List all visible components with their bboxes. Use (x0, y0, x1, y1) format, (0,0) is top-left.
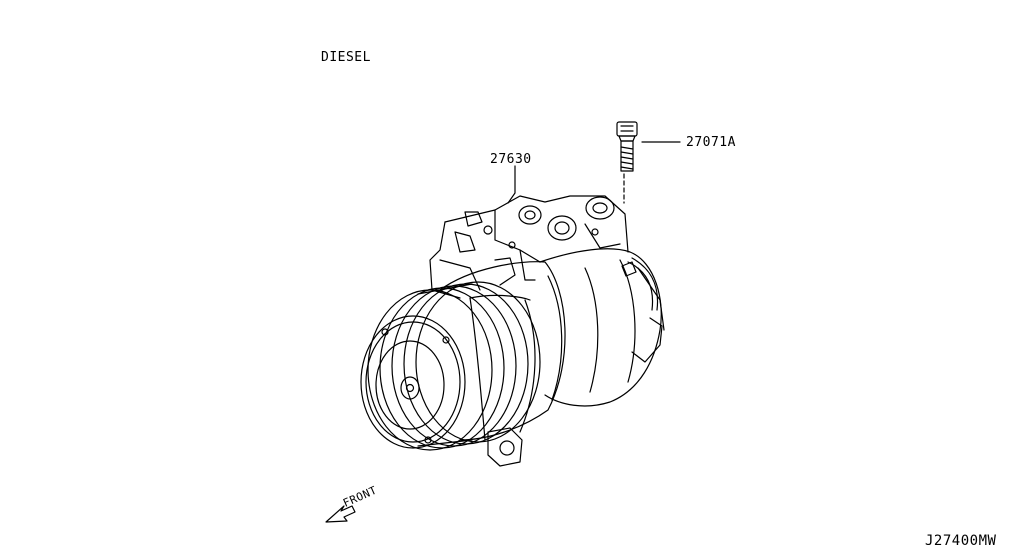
leader-lines (508, 142, 680, 203)
part-number-27071a: 27071A (686, 135, 736, 150)
diagram-code: J27400MW (925, 533, 997, 549)
part-number-27630: 27630 (490, 152, 532, 167)
variant-label: DIESEL (321, 50, 371, 65)
front-arrow-icon (326, 506, 355, 522)
compressor-icon (361, 196, 664, 466)
bolt-icon (617, 122, 637, 171)
